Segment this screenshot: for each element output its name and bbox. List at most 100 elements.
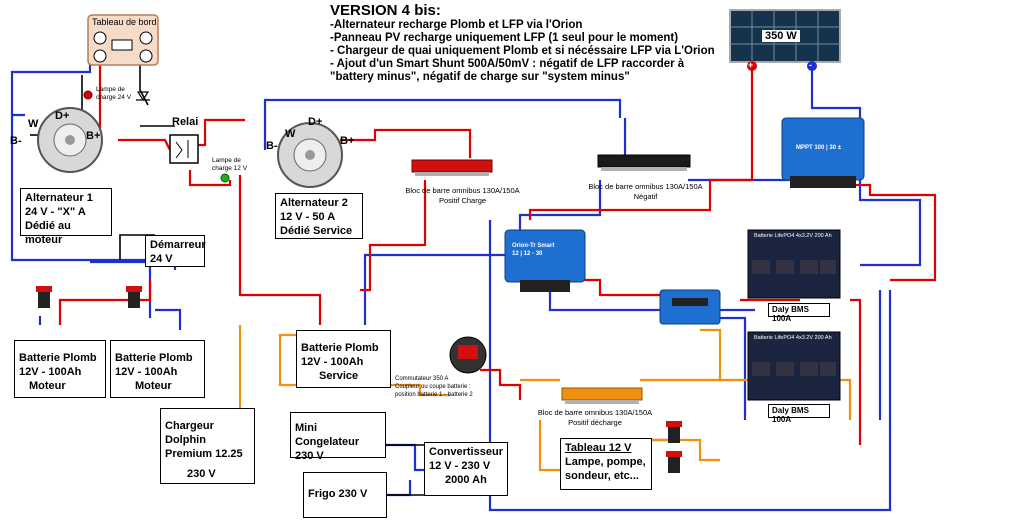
busbar-negative-label: Bloc de barre omnibus 130A/150A Négatif [588, 182, 703, 202]
alt1-line1: Alternateur 1 [25, 192, 93, 204]
battery-switch-icon [449, 336, 487, 374]
lead2-line2: 12V - 100Ah [115, 366, 178, 378]
lead-battery-1-box: Batterie Plomb 12V - 100Ah Moteur [14, 340, 106, 398]
alt2-dplus-label: D+ [308, 116, 323, 128]
charger-line1: Chargeur Dolphin [165, 420, 214, 446]
header-title: VERSION 4 bis: [330, 2, 441, 19]
lead-battery-2-box: Batterie Plomb 12V - 100Ah Moteur [110, 340, 205, 398]
cutoff-switch-1-icon [36, 286, 52, 308]
alt1-dplus-label: D+ [55, 110, 70, 122]
alternator-1-box: Alternateur 1 24 V - "X" A Dédié au mote… [20, 188, 112, 246]
freezer-line2: 230 V [295, 450, 324, 462]
fridge-box: Frigo 230 V [303, 472, 387, 518]
alternator-2-icon [277, 122, 343, 188]
panel-12v-box: Tableau 12 V Lampe, pompe, sondeur, etc.… [560, 438, 652, 490]
lamp-24v-label: Lampe de charge 24 V [96, 86, 132, 101]
busbar-neg-line2: Négatif [633, 192, 658, 201]
freezer-line1: Mini Congelateur [295, 422, 360, 448]
orion-label-line1: Orion-Tr Smart [512, 243, 555, 249]
lead2-line1: Batterie Plomb [115, 352, 193, 364]
alt1-line3: Dédié au moteur [25, 220, 71, 246]
mppt-controller-icon [781, 117, 865, 188]
alt1-bminus-label: B- [10, 135, 22, 147]
starter-line2: 24 V [150, 253, 173, 265]
lfp1-label: Batterie LifePO4 4x3.2V 200 Ah [754, 233, 832, 239]
switch-line2: Coupleur ou coupe batterie : [395, 384, 471, 390]
header-line-1: -Alternateur recharge Plomb et LFP via l… [330, 19, 583, 31]
alt1-line2: 24 V - "X" A [25, 206, 86, 218]
alt2-bplus-label: B+ [340, 135, 355, 147]
alt2-line3: Dédié Service [280, 225, 353, 237]
lead3-line2: 12V - 100Ah [301, 356, 364, 368]
busbar-dis-line1: Bloc de barre omnibus 130A/150A [537, 408, 653, 417]
panel-line1: Tableau 12 V [565, 442, 632, 454]
lead2-line3: Moteur [135, 380, 172, 392]
lead1-line3: Moteur [29, 380, 66, 392]
busbar-pos-line2: Positif Charge [438, 196, 487, 205]
dashboard-label: Tableau de bord [92, 17, 157, 27]
lead1-line2: 12V - 100Ah [19, 366, 82, 378]
header-line-5: "battery minus", négatif de charge sur "… [330, 71, 630, 83]
bms-2-box: Daly BMS 100A [768, 404, 830, 424]
switch-line3: position batterie 1 - batterie 2 [395, 392, 473, 398]
header: VERSION 4 bis: -Alternateur recharge Plo… [330, 2, 715, 84]
lamp-12v-label: Lampe de charge 12 V [212, 157, 248, 172]
inverter-line1: Convertisseur [429, 446, 503, 458]
relay-label: Relai [172, 116, 199, 128]
header-line-2: -Panneau PV recharge uniquement LFP (1 s… [330, 32, 679, 44]
lead1-line1: Batterie Plomb [19, 352, 97, 364]
smart-shunt-icon [659, 289, 721, 325]
relay-icon [169, 134, 199, 164]
lead3-line3: Service [319, 370, 359, 382]
charger-line3: 230 V [187, 468, 216, 480]
busbar-pos-line1: Bloc de barre omnibus 130A/150A [405, 186, 520, 195]
solar-plus-label: + [748, 60, 754, 70]
solar-panel-label: 350 W [762, 30, 800, 42]
orion-converter-icon [504, 229, 586, 292]
fridge-line1: Frigo 230 V [308, 488, 368, 500]
busbar-negative-icon [597, 154, 691, 171]
inverter-line2: 12 V - 230 V [429, 460, 491, 472]
lamp-24v-icon [83, 90, 93, 100]
busbar-discharge-icon [561, 387, 643, 404]
starter-box: Démarreur 24 V [145, 235, 206, 267]
alt2-line2: 12 V - 50 A [280, 211, 336, 223]
inverter-box: Convertisseur 12 V - 230 V 2000 Ah [424, 442, 508, 496]
alternator-1-icon [37, 107, 103, 173]
solar-minus-label: - [809, 60, 812, 70]
lfp-battery-1-icon [747, 229, 841, 299]
cutoff-switch-2-icon [126, 286, 142, 308]
busbar-positive-icon [411, 159, 493, 176]
positive-wires [58, 60, 937, 445]
orion-label: Orion-Tr Smart 12 | 12 - 30 [512, 242, 554, 258]
busbar-positive-label: Bloc de barre omnibus 130A/150A Positif … [405, 186, 520, 206]
alternator-2-box: Alternateur 2 12 V - 50 A Dédié Service [275, 193, 363, 239]
alt1-bplus-label: B+ [86, 130, 101, 142]
charger-line2: Premium 12.25 [165, 448, 243, 460]
cutoff-switch-3-icon [666, 421, 682, 443]
freezer-box: Mini Congelateur 230 V [290, 412, 386, 462]
dashboard-icon [87, 14, 159, 66]
alt2-bminus-label: B- [266, 140, 278, 152]
header-line-4: - Ajout d'un Smart Shunt 500A/50mV : nég… [330, 58, 685, 70]
diode-icon [136, 91, 150, 102]
busbar-dis-line2: Positif décharge [568, 418, 622, 427]
busbar-discharge-label: Bloc de barre omnibus 130A/150A Positif … [535, 408, 655, 428]
lfp-battery-2-icon [747, 331, 841, 401]
cutoff-switch-4-icon [666, 451, 682, 473]
charger-box: Chargeur Dolphin Premium 12.25 230 V [160, 408, 255, 484]
starter-line1: Démarreur [150, 239, 206, 251]
panel-line2: Lampe, pompe, [565, 456, 646, 468]
bms-1-box: Daly BMS 100A [768, 303, 830, 323]
switch-line1: Commutateur 350 A [395, 376, 449, 382]
alt2-w-label: W [285, 128, 296, 140]
lead3-line1: Batterie Plomb [301, 342, 379, 354]
panel-line3: sondeur, etc... [565, 470, 639, 482]
inverter-line3: 2000 Ah [445, 474, 487, 486]
lfp2-label: Batterie LifePO4 4x3.2V 200 Ah [754, 335, 832, 341]
mppt-label: MPPT 100 | 30 ± [796, 145, 841, 151]
header-line-3: - Chargeur de quai uniquement Plomb et s… [330, 45, 715, 57]
lamp-12v-icon [220, 173, 230, 183]
battery-switch-label: Commutateur 350 A Coupleur ou coupe batt… [395, 375, 473, 399]
